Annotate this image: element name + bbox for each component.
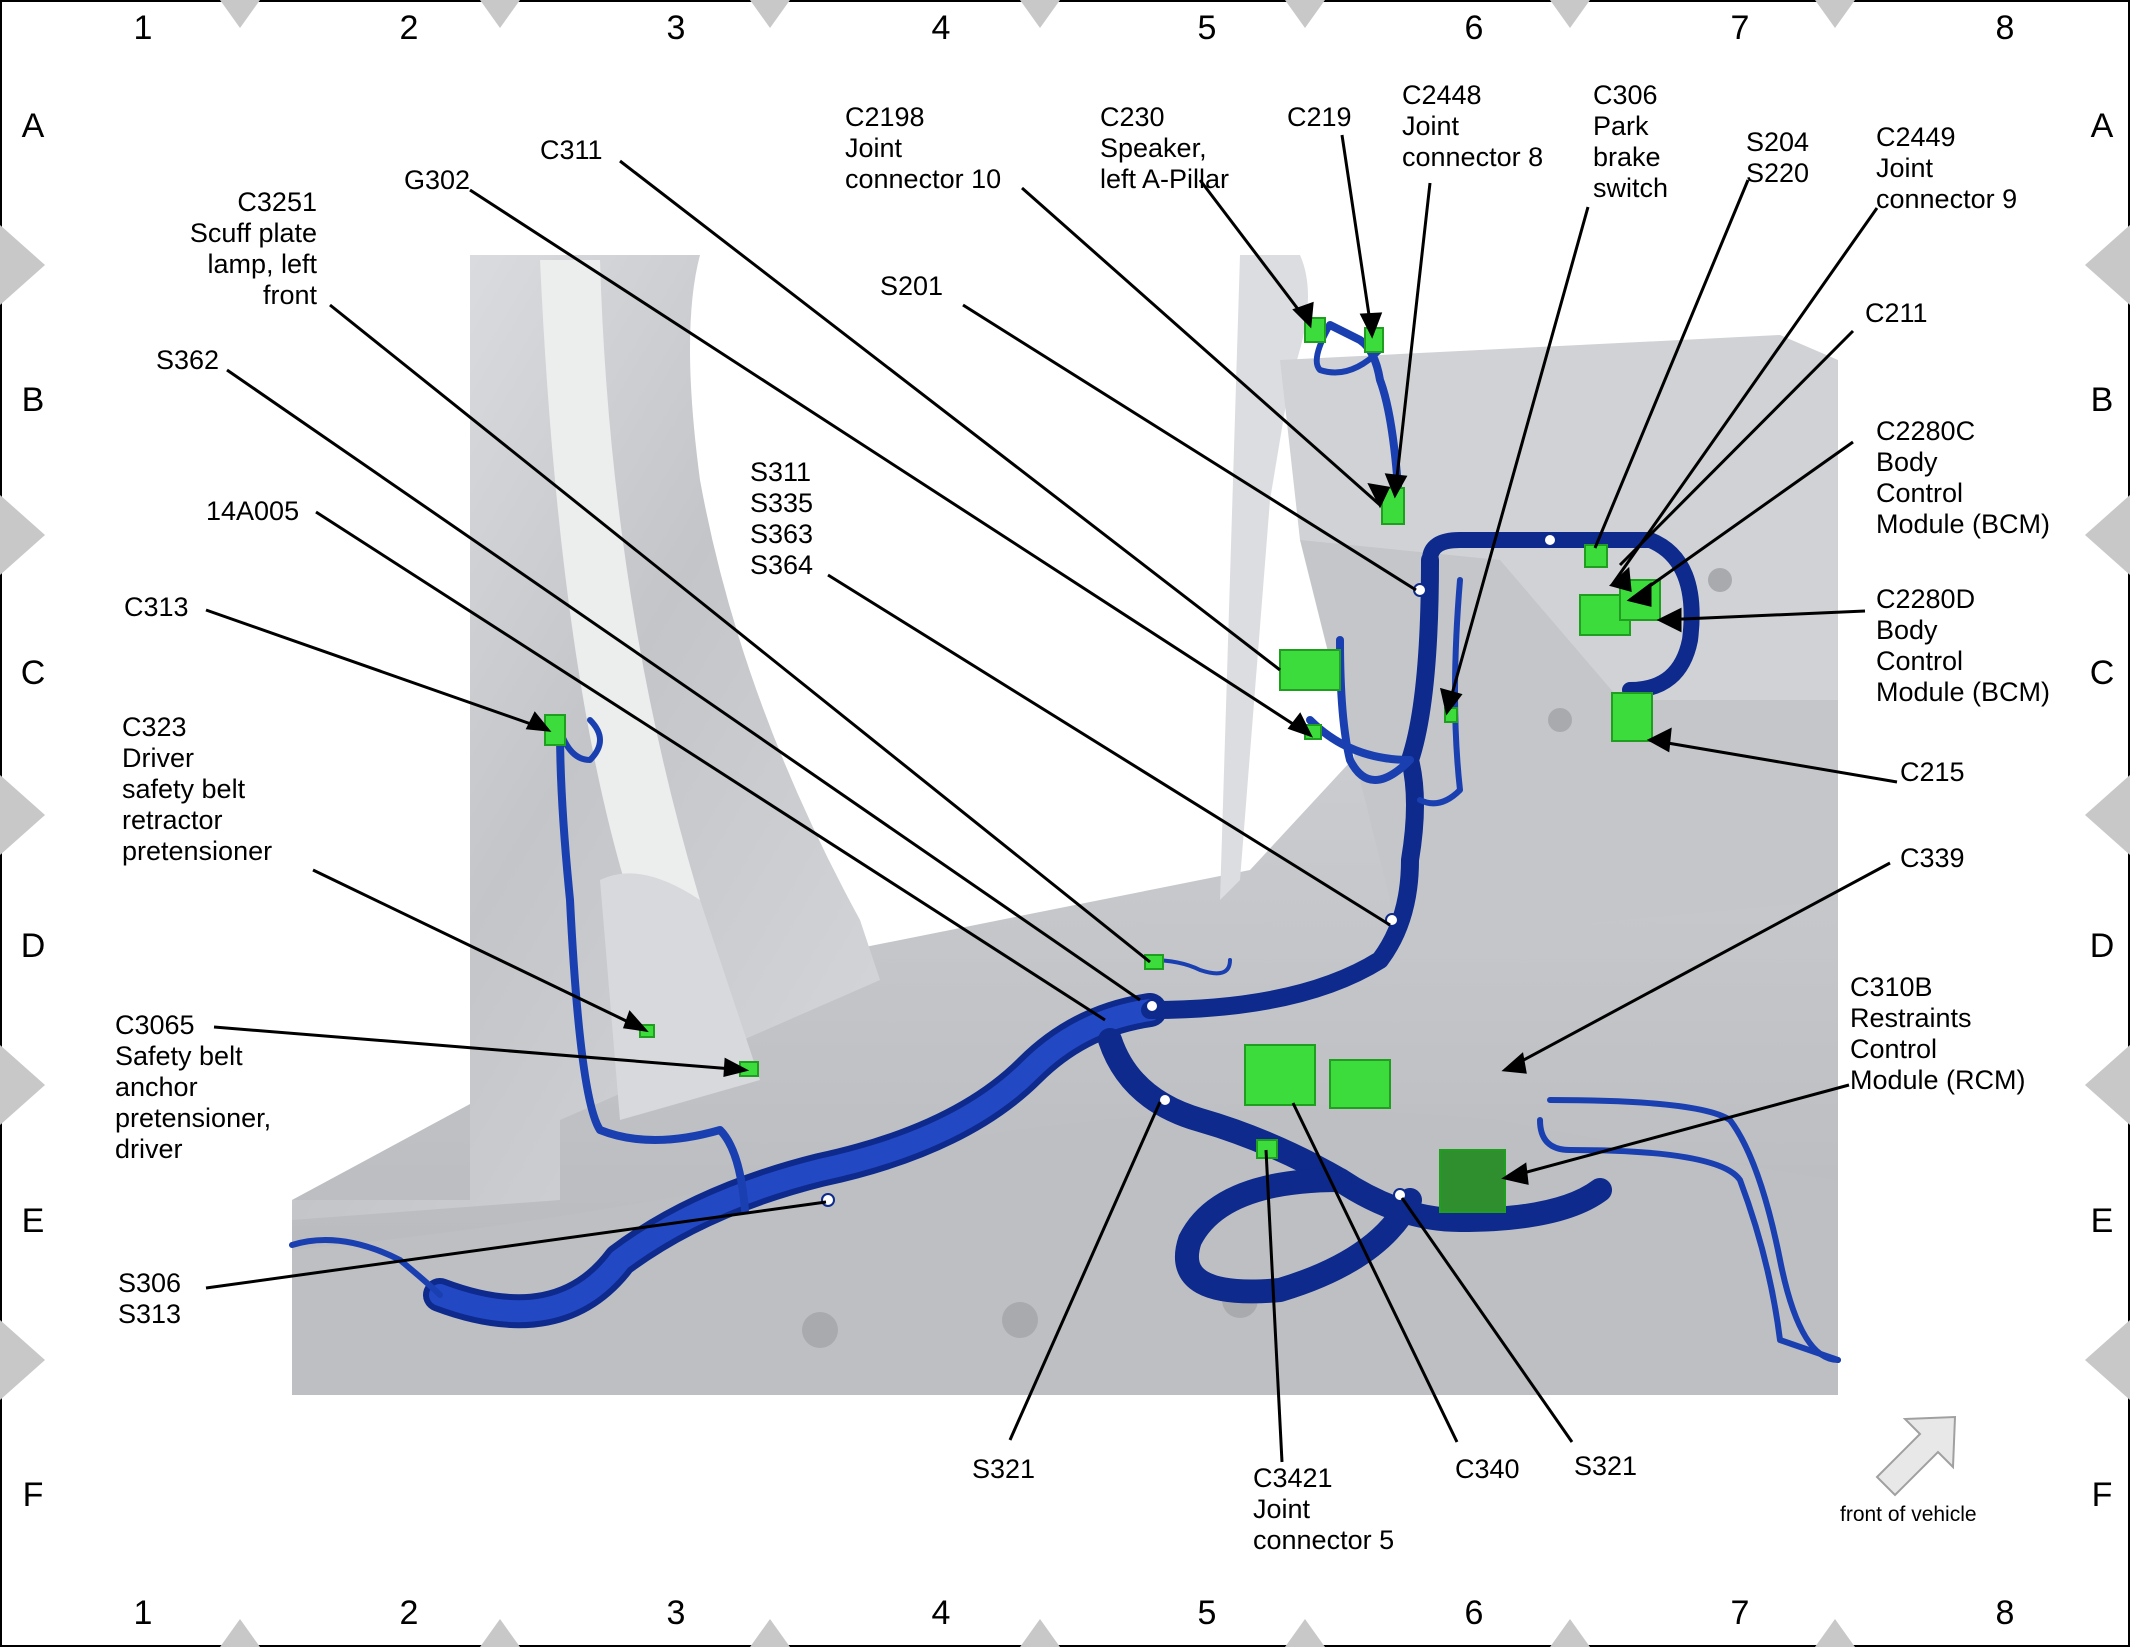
callout-s311-group: S311 S335 S363 S364: [750, 457, 814, 580]
grid-col-8: 8: [1995, 9, 2015, 47]
callout-c339: C339: [1900, 843, 1965, 873]
front-of-vehicle-label: front of vehicle: [1840, 1503, 1977, 1526]
grid-col-6: 6: [1464, 9, 1484, 47]
callout-c2198: C2198 Joint connector 10: [845, 102, 1002, 194]
callout-g302: G302: [404, 165, 471, 195]
grid-row-c: C: [20, 654, 46, 692]
grid-col-1: 1: [133, 9, 153, 47]
grid-row-f: F: [22, 1476, 44, 1514]
callout-c2280c: C2280C Body Control Module (BCM): [1876, 416, 2051, 539]
callout-c3065: C3065 Safety belt anchor pretensioner, d…: [115, 1010, 272, 1164]
grid-row-a: A: [21, 107, 45, 145]
callout-c3421: C3421 Joint connector 5: [1253, 1463, 1395, 1555]
grid-col-2: 2: [399, 1594, 419, 1632]
grid-col-3: 3: [666, 1594, 686, 1632]
grid-col-3: 3: [666, 9, 686, 47]
callout-c215: C215: [1900, 757, 1965, 787]
grid-row-b: B: [21, 381, 45, 419]
grid-row-c: C: [2089, 654, 2115, 692]
grid-col-5: 5: [1197, 1594, 1217, 1632]
grid-row-d: D: [2089, 927, 2115, 965]
callout-s201: S201: [880, 271, 944, 301]
grid-col-8: 8: [1995, 1594, 2015, 1632]
callout-s321-right: S321: [1574, 1451, 1638, 1481]
callout-s306-s313: S306 S313: [118, 1268, 182, 1329]
grid-col-5: 5: [1197, 9, 1217, 47]
callout-c230: C230 Speaker, left A-Pillar: [1100, 102, 1230, 194]
grid-col-4: 4: [931, 9, 951, 47]
grid-row-b: B: [2090, 381, 2114, 419]
callout-c311: C311: [540, 135, 603, 165]
callout-c219: C219: [1287, 102, 1352, 132]
grid-col-7: 7: [1730, 1594, 1750, 1632]
grid-row-a: A: [2090, 107, 2114, 145]
callout-c310b: C310B Restraints Control Module (RCM): [1850, 972, 2026, 1095]
connectors: [544, 317, 1661, 1213]
grid-row-f: F: [2091, 1476, 2113, 1514]
grid-row-e: E: [21, 1202, 45, 1240]
callout-c211: C211: [1865, 298, 1928, 328]
callout-c313: C313: [124, 592, 189, 622]
callout-c340: C340: [1455, 1454, 1520, 1484]
grid-row-e: E: [2090, 1202, 2114, 1240]
callout-c3251: C3251 Scuff plate lamp, left front: [189, 187, 317, 310]
arrow-front-of-vehicle-icon: [1875, 1415, 1957, 1497]
callout-c2280d: C2280D Body Control Module (BCM): [1876, 584, 2051, 707]
callout-s362: S362: [156, 345, 220, 375]
callout-s204-s220: S204 S220: [1746, 127, 1810, 188]
callout-leader-lines: [205, 134, 1898, 1463]
grid-col-6: 6: [1464, 1594, 1484, 1632]
callout-c323: C323 Driver safety belt retractor preten…: [122, 712, 273, 866]
callout-c2449: C2449 Joint connector 9: [1876, 122, 2018, 214]
grid-col-2: 2: [399, 9, 419, 47]
grid-row-d: D: [20, 927, 46, 965]
callout-14a005: 14A005: [206, 496, 300, 526]
grid-col-1: 1: [133, 1594, 153, 1632]
grid-col-4: 4: [931, 1594, 951, 1632]
wiring-harness: [289, 321, 1841, 1363]
grid-col-7: 7: [1730, 9, 1750, 47]
callout-s321-left: S321: [972, 1454, 1036, 1484]
callout-c306: C306 Park brake switch: [1593, 80, 1669, 203]
callout-c2448: C2448 Joint connector 8: [1402, 80, 1544, 172]
